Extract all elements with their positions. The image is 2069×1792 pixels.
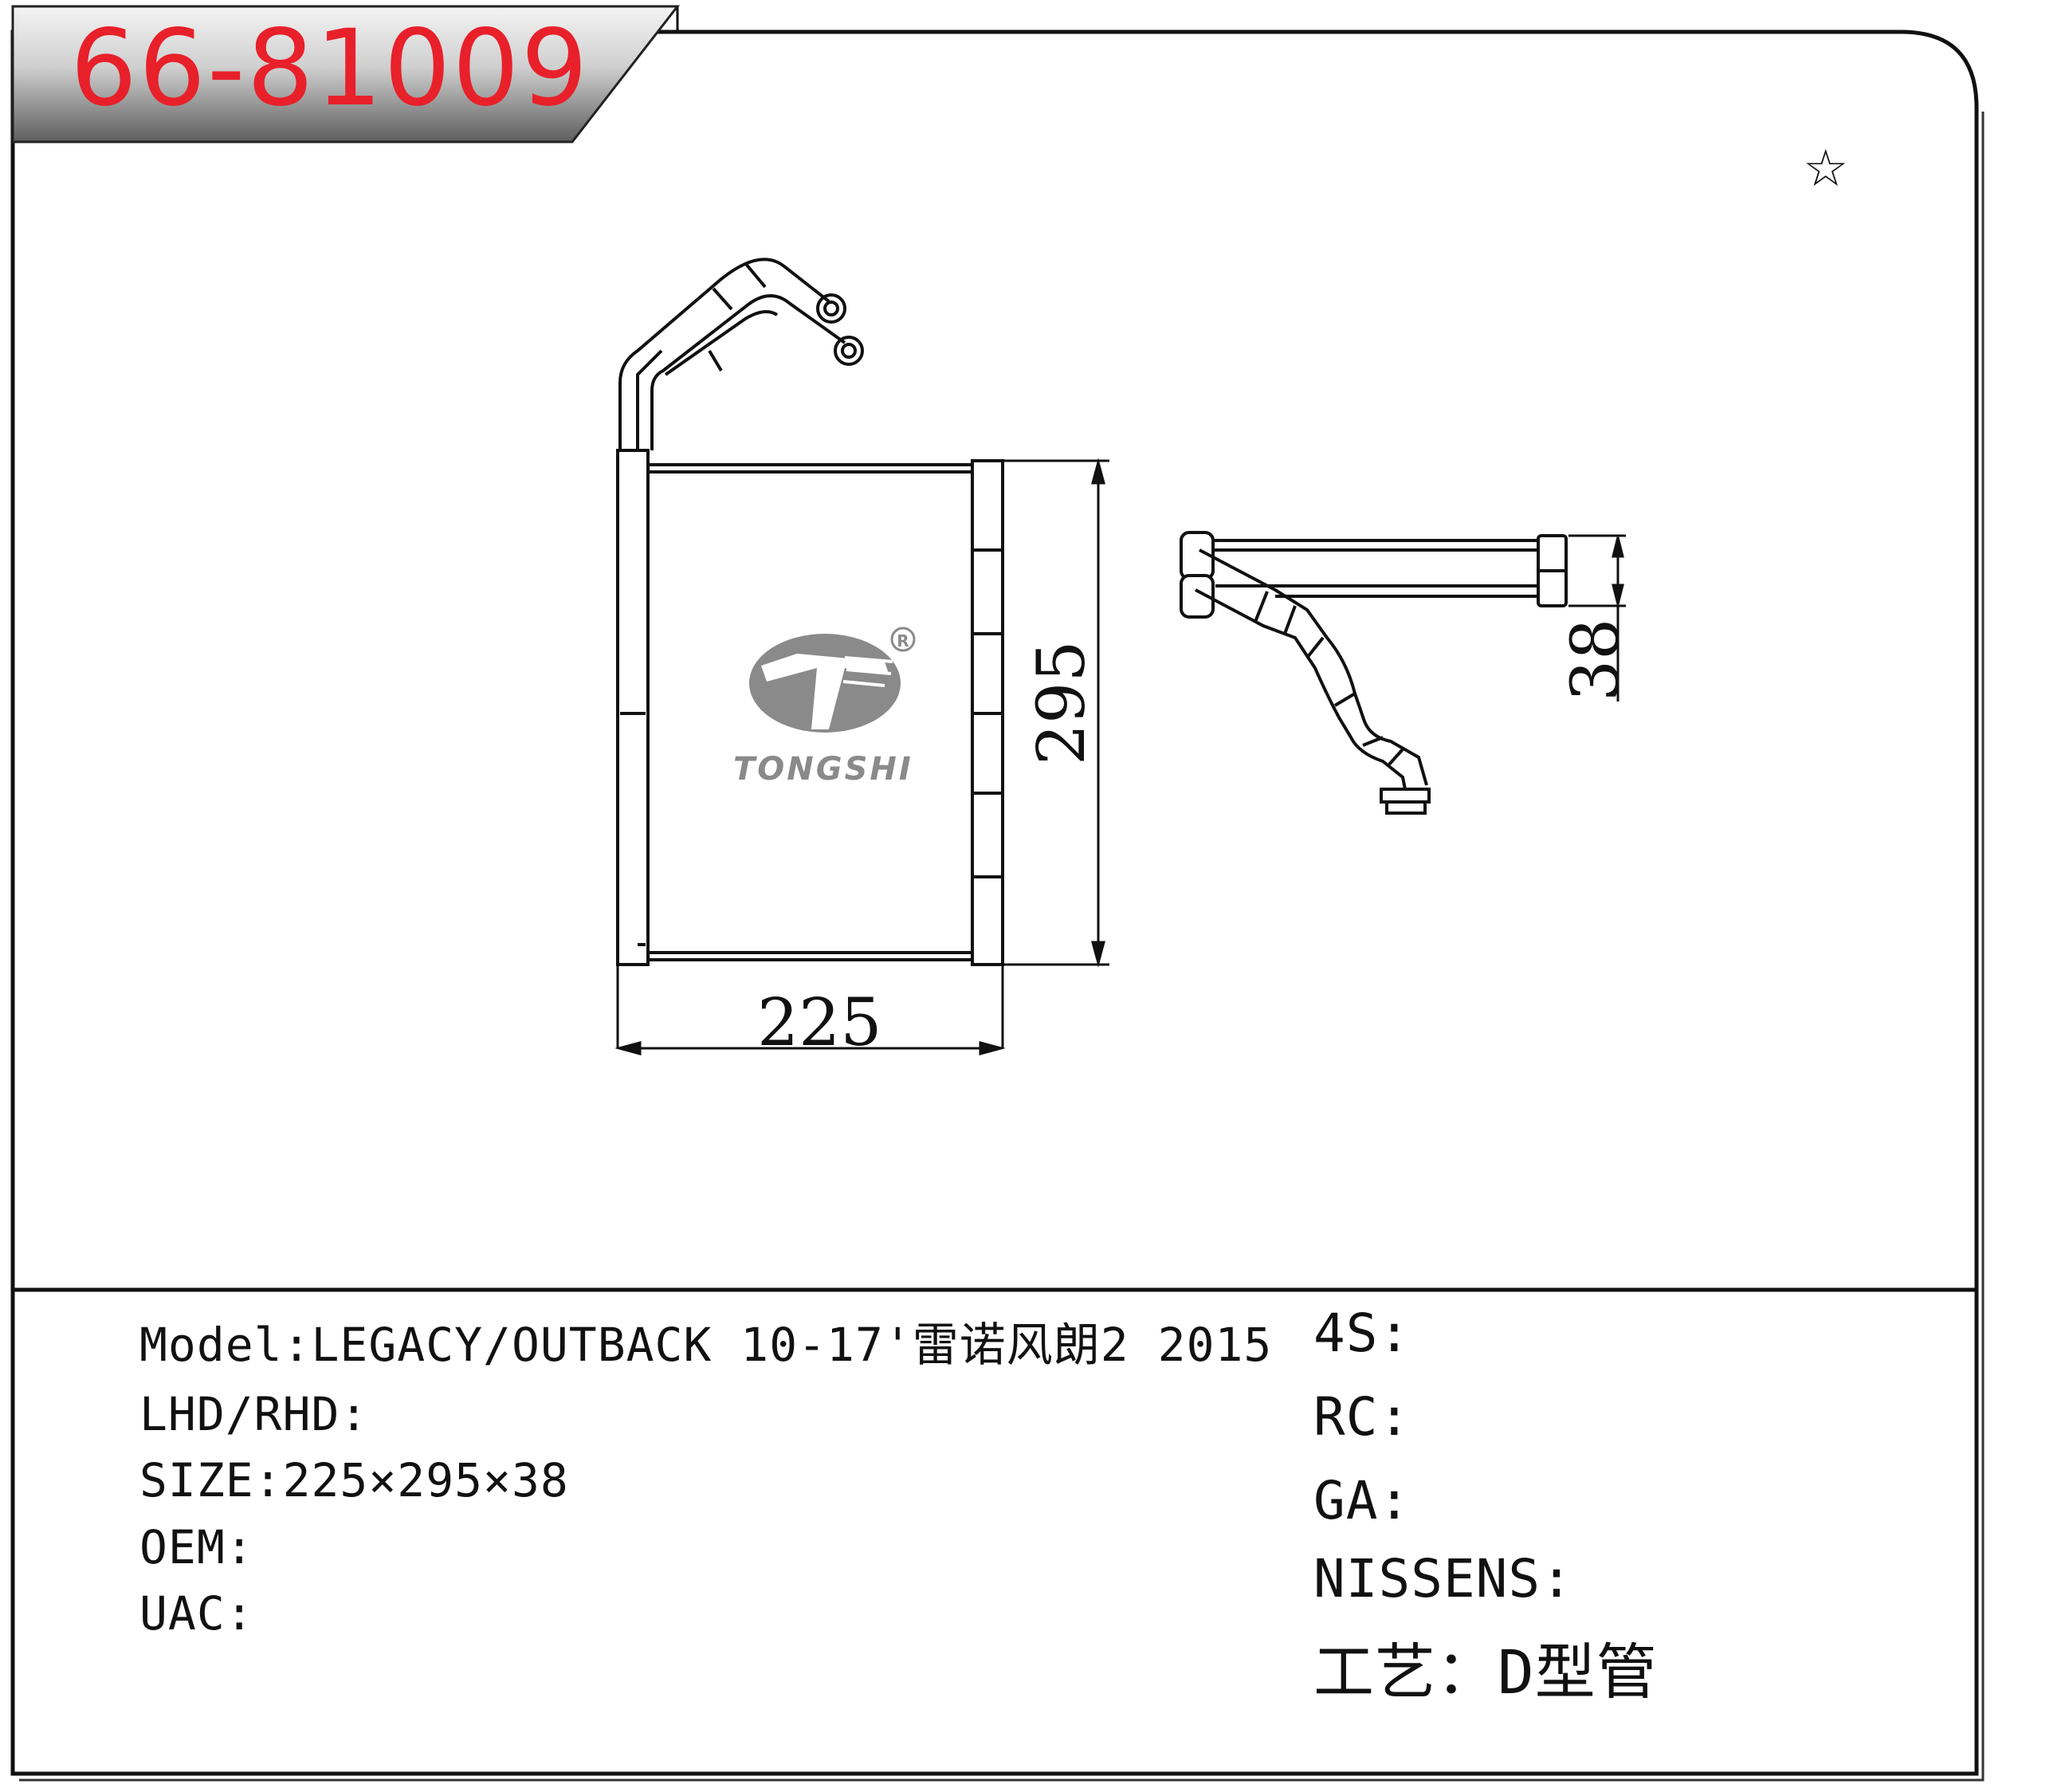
star-icon: ☆: [1803, 140, 1849, 198]
spec-oem: OEM:: [139, 1520, 254, 1574]
spec-uac: UAC:: [139, 1586, 254, 1641]
dimension-thickness: [1568, 534, 1626, 701]
dimension-width-label: 225: [757, 985, 882, 1061]
part-number-tab: [11, 5, 681, 143]
spec-rc: RC:: [1313, 1386, 1411, 1448]
heater-core-front-view: [616, 257, 1004, 966]
dimension-thickness-label: 38: [1558, 618, 1634, 701]
spec-model: Model:LEGACY/OUTBACK 10-17'雷诺风朗2 2015: [139, 1318, 1273, 1372]
brand-logo-text: TONGSHI: [733, 751, 913, 788]
tongshi-logo: R: [749, 627, 916, 733]
dimension-height: [1004, 458, 1109, 968]
spec-nissens: NISSENS:: [1313, 1548, 1573, 1609]
dimension-width: [614, 966, 1006, 1055]
sheet-frame: [10, 29, 1979, 1776]
spec-ga: GA:: [1313, 1470, 1411, 1531]
dimension-height-label: 295: [1024, 640, 1100, 765]
spec-4s: 4S:: [1313, 1303, 1411, 1364]
sheet-frame-shadow: [19, 112, 1985, 1782]
spec-process: 工艺：D型管: [1313, 1637, 1658, 1708]
registered-mark: R: [897, 631, 909, 650]
heater-core-side-view: [1180, 531, 1568, 815]
part-number: 66-81009: [70, 7, 590, 130]
spec-size: SIZE:225×295×38: [139, 1453, 569, 1507]
spec-drive-side: LHD/RHD:: [139, 1387, 369, 1441]
